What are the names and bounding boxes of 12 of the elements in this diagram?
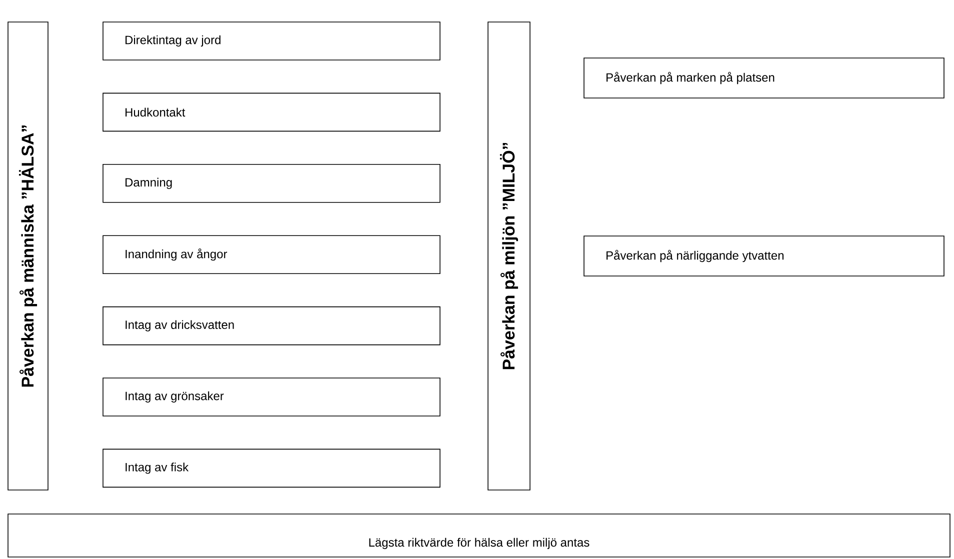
result-box: Lägsta riktvärde för hälsa eller miljö antas: [8, 514, 950, 558]
pathway-box: Intag av grönsaker: [102, 378, 440, 416]
category-box: Påverkan på människa ”HÄLSA”: [8, 22, 48, 490]
pathway-box: Damning: [102, 164, 440, 203]
pathway-box: Påverkan på närliggande ytvatten: [584, 236, 944, 276]
pathway-box: Direktintag av jord: [102, 22, 440, 60]
pathway-box: Hudkontakt: [102, 92, 440, 132]
pathway-box: Intag av fisk: [102, 448, 440, 488]
pathway-box: Intag av dricksvatten: [102, 306, 440, 346]
pathway-box: Inandning av ångor: [102, 235, 440, 274]
category-box: Påverkan på miljön ”MILJÖ”: [488, 22, 530, 490]
pathway-box: Påverkan på marken på platsen: [584, 58, 944, 98]
